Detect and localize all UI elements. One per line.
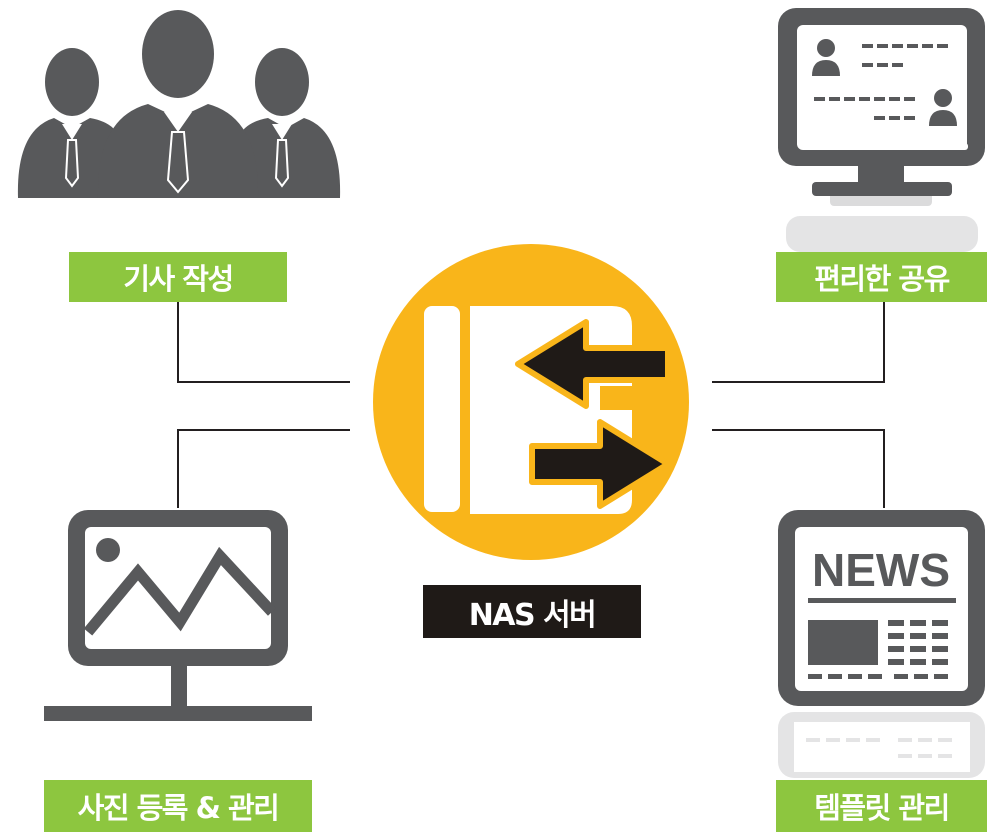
connector-article xyxy=(177,302,350,383)
arrow-right-icon xyxy=(529,419,671,509)
image-monitor-icon xyxy=(44,510,312,721)
label-photo-management: 사진 등록 & 관리 xyxy=(44,780,312,832)
news-text: NEWS xyxy=(812,544,950,596)
news-reflection xyxy=(778,712,985,778)
label-easy-sharing: 편리한 공유 xyxy=(776,252,987,302)
label-nas-server: NAS 서버 xyxy=(423,585,641,638)
nas-server-icon xyxy=(373,244,689,560)
connector-lines xyxy=(177,302,885,508)
profile-monitor-icon xyxy=(778,8,985,252)
arrow-left-icon xyxy=(515,319,671,409)
connector-share xyxy=(712,302,885,383)
label-article-writing: 기사 작성 xyxy=(69,252,287,302)
label-template-management: 템플릿 관리 xyxy=(776,780,987,832)
monitor-reflection xyxy=(786,192,978,252)
people-icon xyxy=(17,10,341,198)
connector-photo xyxy=(177,429,350,508)
connector-template xyxy=(712,429,885,508)
news-monitor-icon: NEWS xyxy=(778,510,985,778)
